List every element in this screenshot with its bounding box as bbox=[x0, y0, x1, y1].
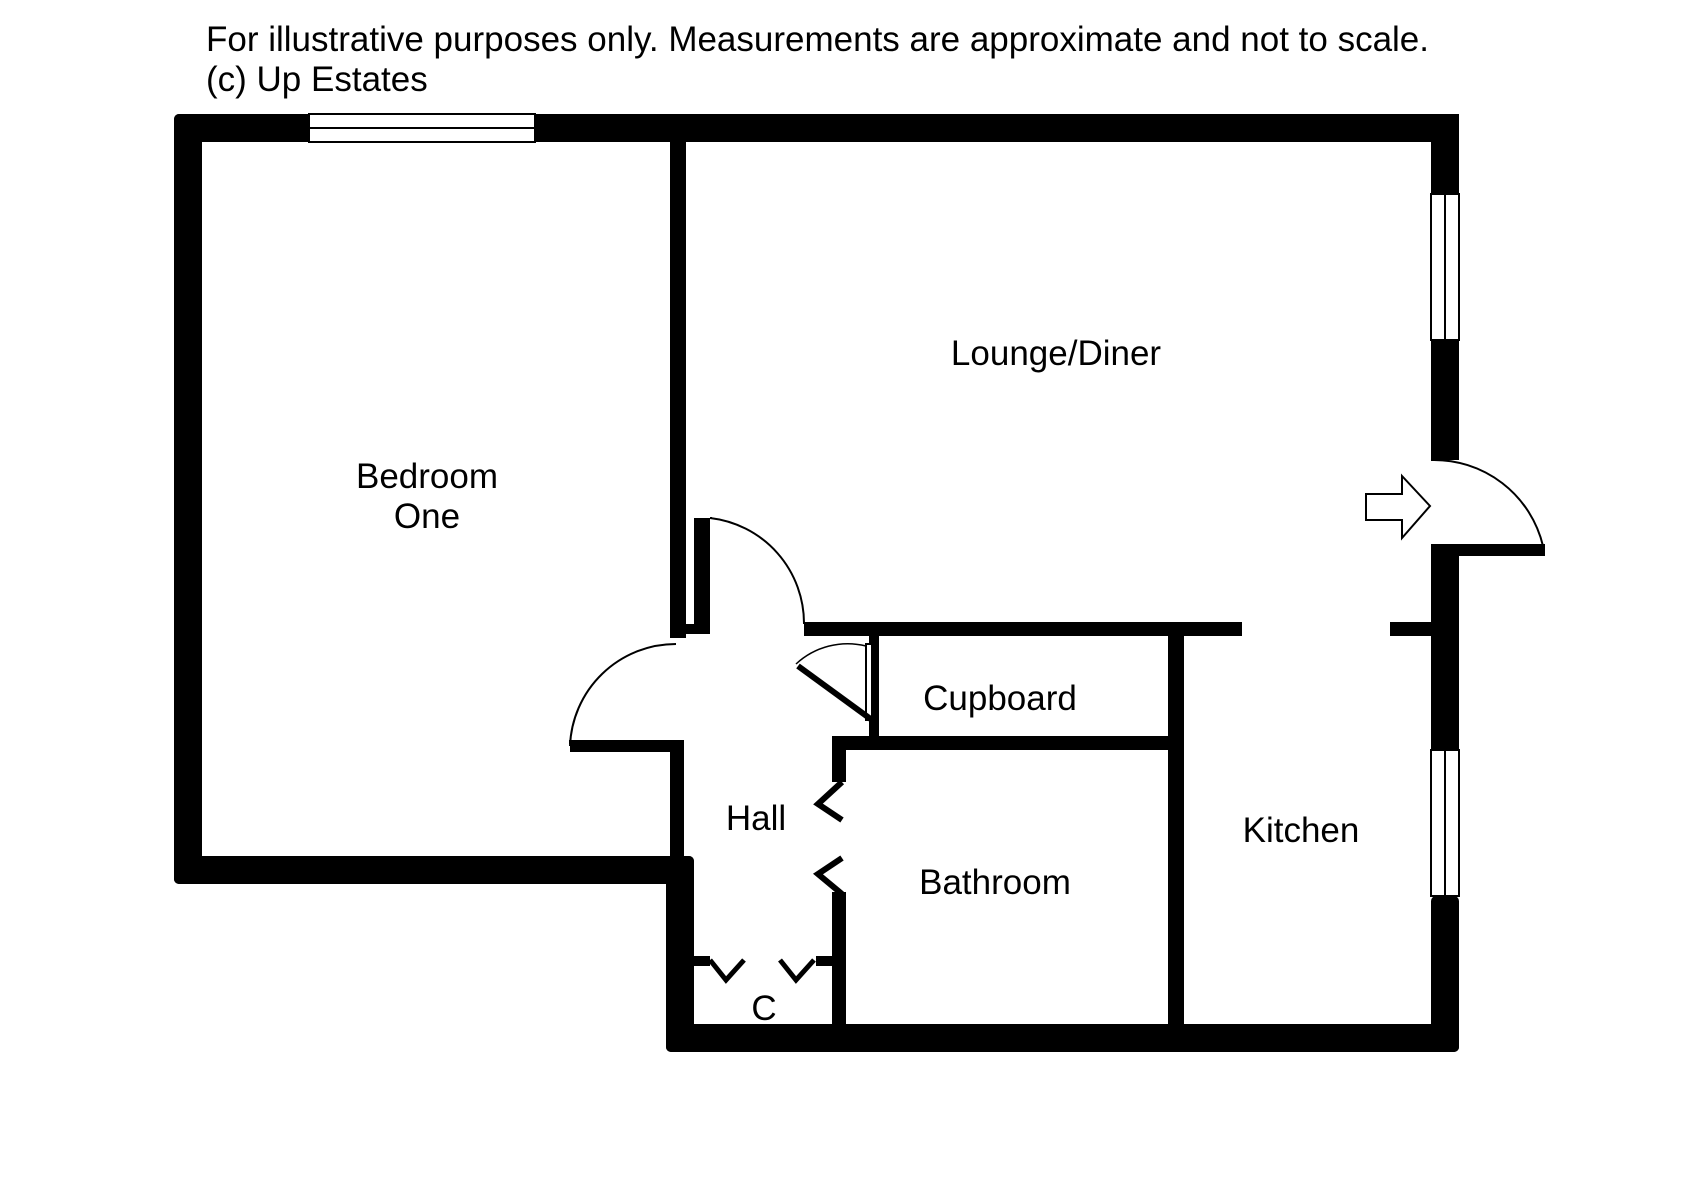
wall-bathroom-left-lower bbox=[832, 892, 846, 1028]
wall-right-mid-1 bbox=[1431, 340, 1459, 460]
bathroom-bifold-door bbox=[812, 779, 845, 897]
room-label-hall: Hall bbox=[726, 799, 786, 838]
disclaimer-line-1: For illustrative purposes only. Measurem… bbox=[206, 20, 1430, 59]
door-bedroom-swing bbox=[569, 643, 677, 747]
wall-left bbox=[174, 114, 202, 884]
internal-walls bbox=[570, 142, 1432, 1028]
room-label-bedroom-line2: One bbox=[394, 497, 460, 536]
room-label-bedroom-line1: Bedroom bbox=[356, 457, 498, 496]
wall-bathroom-left-upper bbox=[832, 736, 846, 782]
door-lounge-swing bbox=[709, 517, 806, 625]
wall-right-mid-2 bbox=[1431, 552, 1459, 750]
wall-hall-left bbox=[670, 740, 684, 860]
closet-bifold-door bbox=[708, 958, 816, 984]
wall-kitchen-stub bbox=[1390, 622, 1432, 636]
wall-entrance-jamb bbox=[1431, 544, 1545, 556]
wall-lounge-door-jamb bbox=[694, 518, 710, 632]
wall-cupboard-left bbox=[869, 636, 879, 742]
entrance-arrow-icon bbox=[1365, 473, 1432, 541]
wall-right-bottom bbox=[1431, 896, 1459, 1052]
door-entrance-swing bbox=[1430, 458, 1544, 547]
disclaimer: For illustrative purposes only. Measurem… bbox=[206, 20, 1429, 100]
wall-hall-left-lower bbox=[666, 856, 694, 1052]
outer-walls bbox=[174, 114, 1545, 1052]
doors bbox=[569, 458, 1544, 747]
room-label-bathroom: Bathroom bbox=[919, 863, 1071, 902]
wall-closet-top-right bbox=[816, 956, 836, 966]
room-label-cupboard: Cupboard bbox=[923, 679, 1077, 718]
room-label-lounge: Lounge/Diner bbox=[951, 334, 1161, 373]
wall-bedroom-door-jamb bbox=[570, 740, 682, 752]
wall-bedroom-bottom bbox=[174, 856, 694, 884]
door-cupboard-diagonal bbox=[796, 663, 874, 723]
disclaimer-line-2: (c) Up Estates bbox=[206, 60, 428, 99]
wall-closet-top-left bbox=[694, 956, 710, 966]
room-label-kitchen: Kitchen bbox=[1243, 811, 1360, 850]
wall-right-top bbox=[1431, 114, 1459, 194]
wall-kitchen-partition bbox=[1168, 636, 1184, 1028]
wall-cupboard-top bbox=[804, 622, 1242, 636]
windows bbox=[308, 113, 1460, 897]
wall-bedroom-lounge bbox=[670, 142, 686, 638]
door-cupboard-swing bbox=[795, 643, 867, 665]
wall-cupboard-bottom bbox=[832, 736, 1174, 750]
room-label-closet: C bbox=[751, 989, 776, 1028]
wall-bottom bbox=[666, 1024, 1459, 1052]
door-cupboard-leaf bbox=[865, 643, 873, 721]
